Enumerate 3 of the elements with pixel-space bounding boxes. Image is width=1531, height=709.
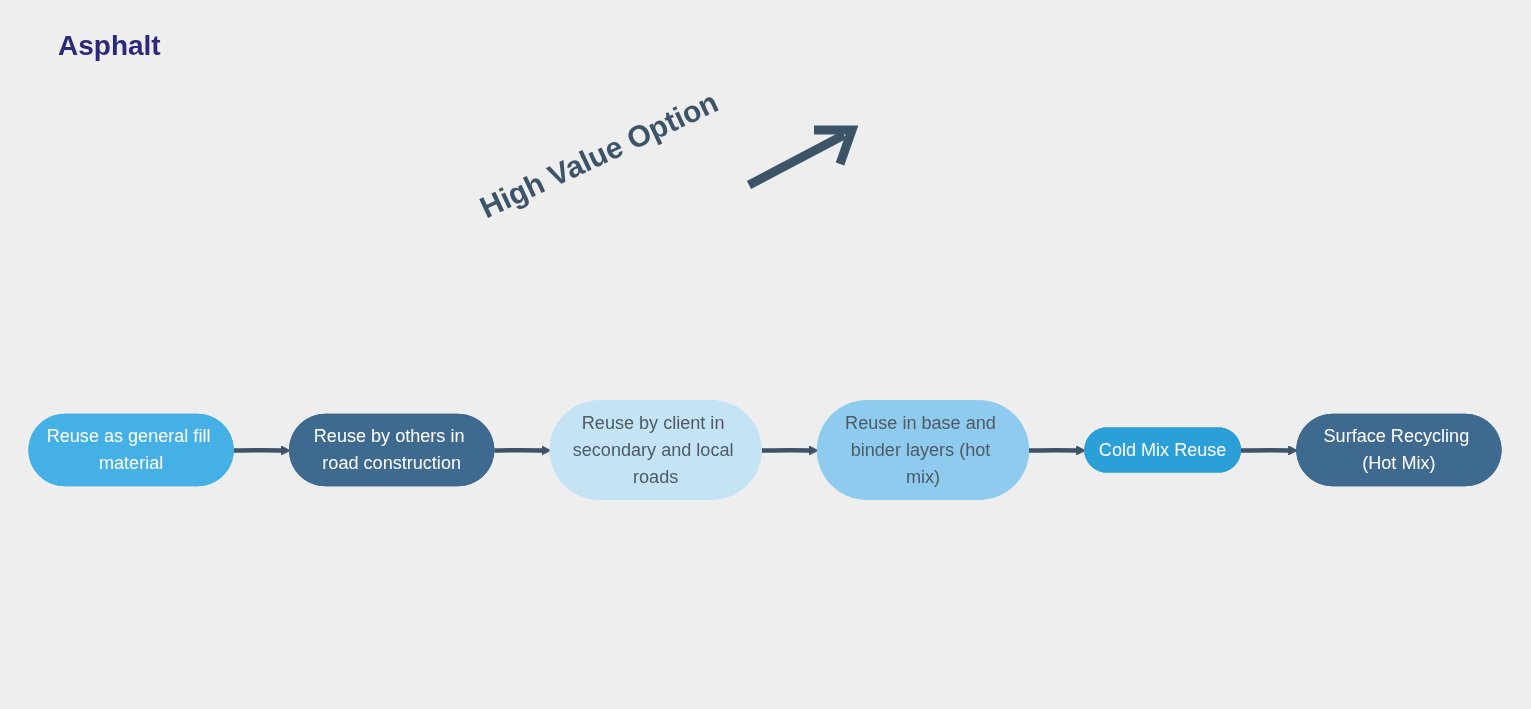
arrow xyxy=(1028,445,1086,456)
diagram-label: High Value Option xyxy=(474,85,724,225)
diagram-title: Asphalt xyxy=(58,30,161,62)
